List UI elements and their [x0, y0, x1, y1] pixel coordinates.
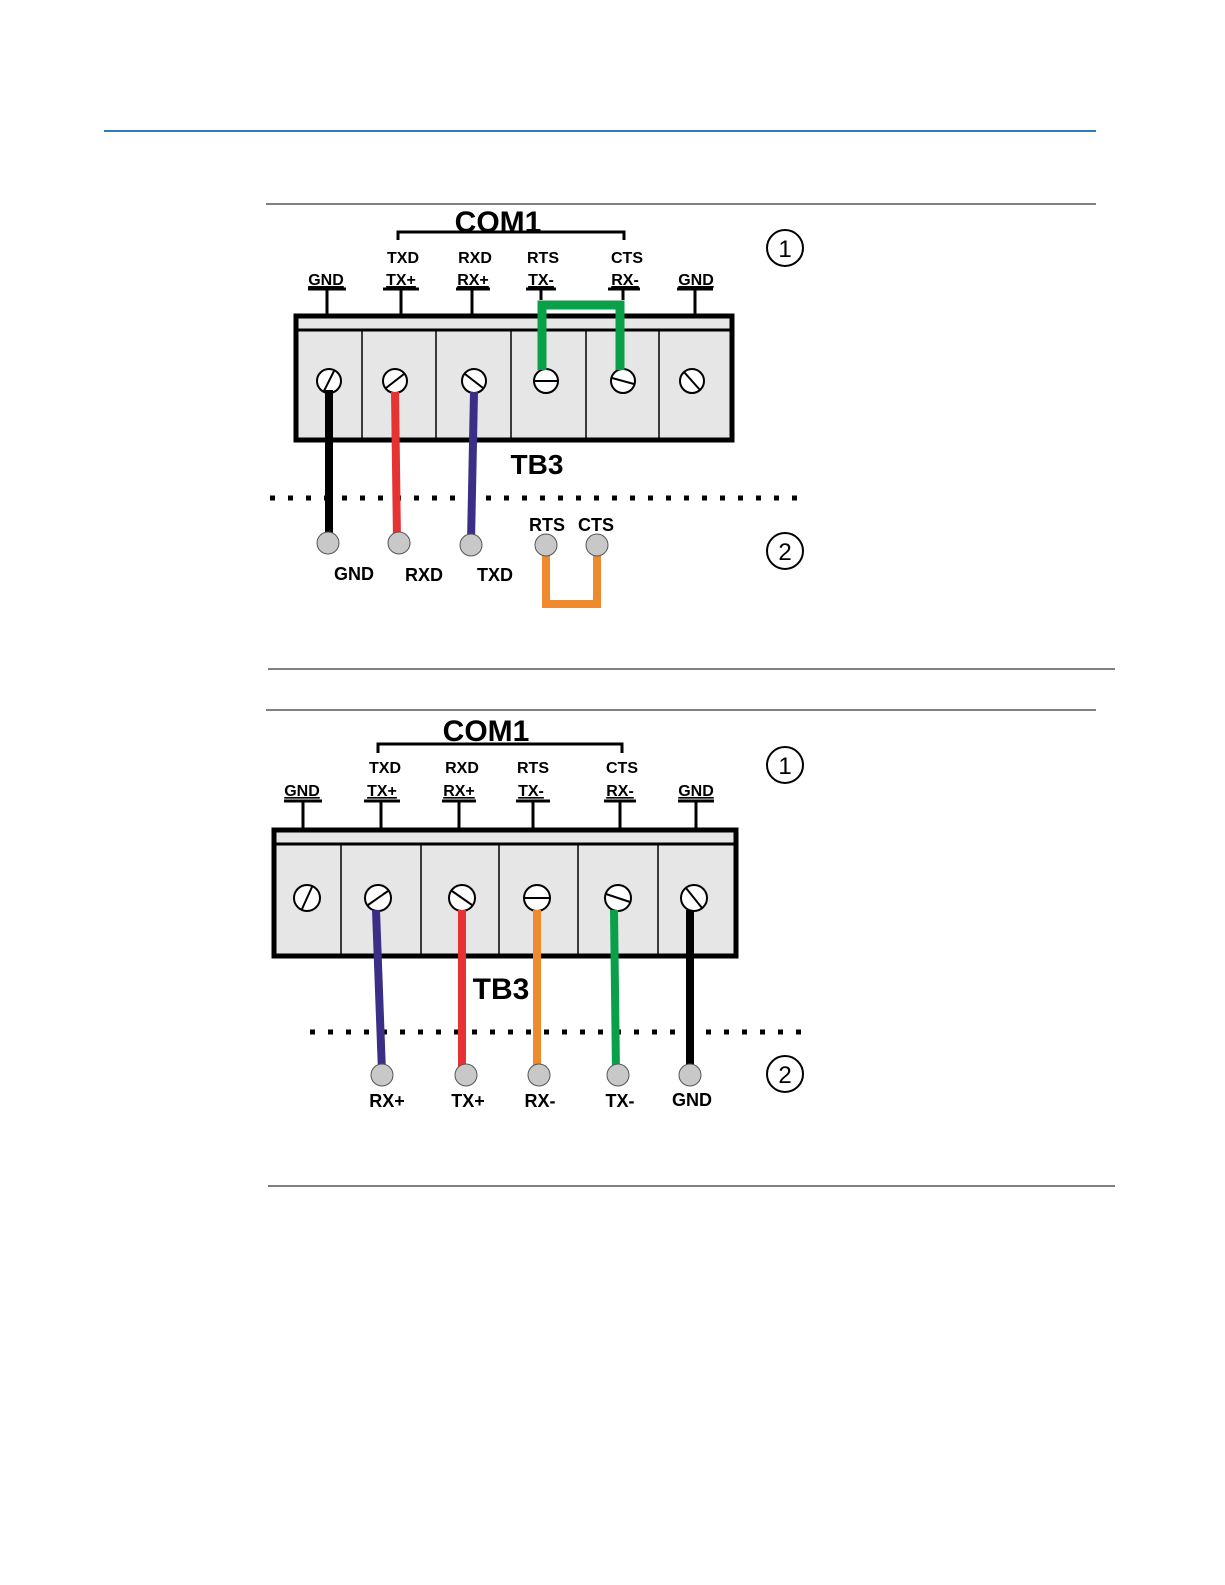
device-label-gnd: GND: [672, 1090, 712, 1110]
block-label-tb3: TB3: [473, 973, 530, 1006]
terminal-label-rxminus: RX-: [606, 783, 634, 800]
wire-green-txminus: [614, 910, 616, 1072]
terminal-label-txd: TXD: [369, 760, 401, 777]
callout-2-number: 2: [778, 1062, 791, 1089]
terminal-label-rxd: RXD: [445, 760, 479, 777]
device-pins: [371, 1064, 701, 1086]
terminal-label-rts: RTS: [517, 760, 549, 777]
terminal-block-tb3: [274, 830, 736, 956]
device-label-txminus: TX-: [606, 1091, 635, 1111]
callout-1-number: 1: [778, 753, 791, 780]
terminal-label-cts: CTS: [606, 760, 638, 777]
device-label-rxminus: RX-: [525, 1091, 556, 1111]
terminal-label-gnd-right: GND: [678, 783, 714, 800]
terminal-label-txminus: TX-: [518, 783, 544, 800]
terminal-label-rxplus: RX+: [443, 783, 475, 800]
device-label-rxplus: RX+: [369, 1091, 405, 1111]
device-label-txplus: TX+: [451, 1091, 485, 1111]
terminal-label-gnd-left: GND: [284, 783, 320, 800]
com1-label: COM1: [443, 715, 530, 748]
terminal-label-stubs: [284, 801, 714, 830]
terminal-label-txplus: TX+: [367, 783, 397, 800]
